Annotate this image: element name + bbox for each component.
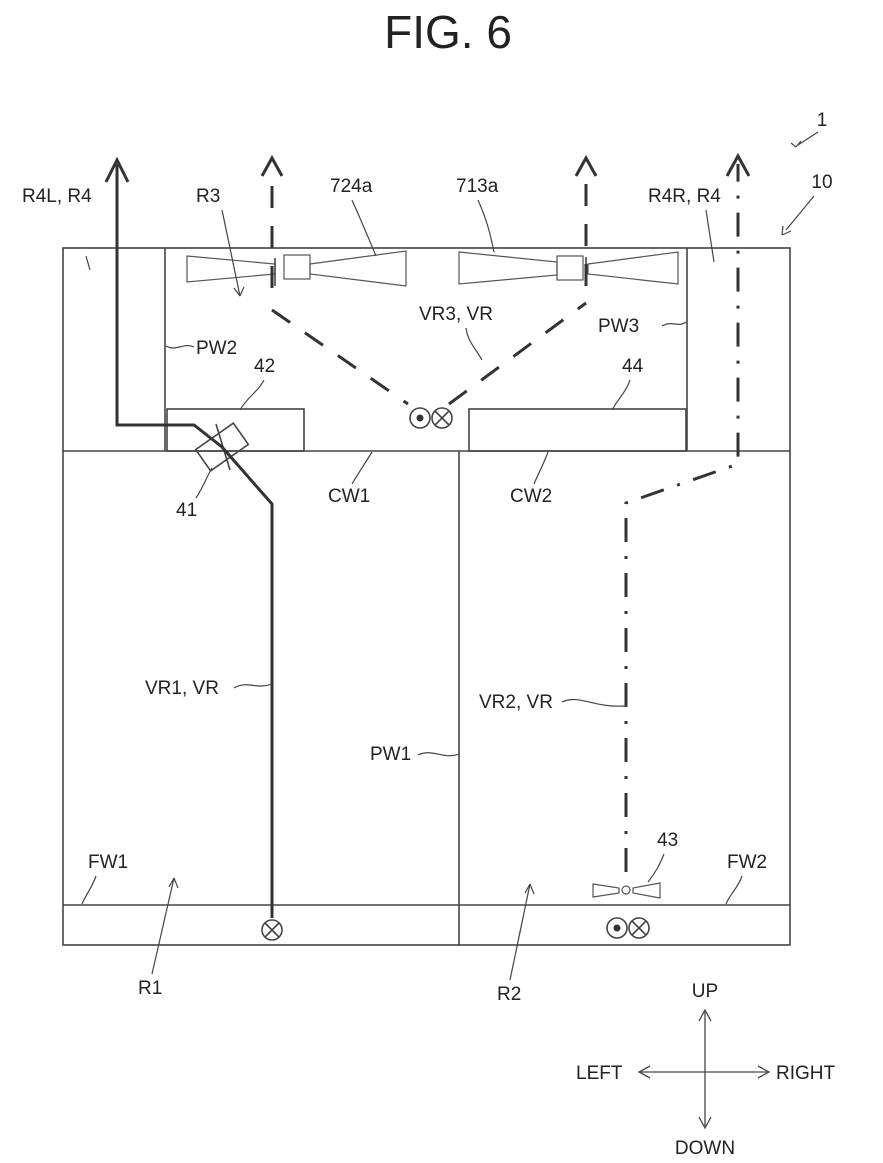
label-r4r: R4R, R4 [648, 186, 721, 207]
fan-713a [459, 252, 678, 286]
leader-fw1 [82, 876, 96, 904]
label-713a: 713a [456, 176, 499, 197]
direction-up-label: UP [692, 981, 718, 1002]
leader-42 [240, 380, 264, 410]
label-r4l: R4L, R4 [22, 186, 92, 207]
leader-cw2 [534, 452, 548, 484]
label-43: 43 [657, 830, 678, 851]
leader-vr2 [562, 700, 626, 707]
leader-pw2 [166, 346, 194, 348]
direction-left-label: LEFT [576, 1063, 623, 1084]
label-r1: R1 [138, 978, 162, 999]
ref-10-leader [782, 196, 814, 235]
leader-cw1 [352, 452, 372, 484]
ref-1-leader [791, 132, 818, 147]
leader-fw2 [726, 876, 742, 904]
leader-r2 [510, 884, 530, 980]
component-44 [469, 409, 686, 451]
label-pw1: PW1 [370, 744, 411, 765]
flow-vr1 [106, 160, 272, 918]
label-fw1: FW1 [88, 852, 128, 873]
label-41: 41 [176, 500, 197, 521]
leader-713a [478, 200, 494, 252]
leader-vr3 [466, 328, 482, 360]
figure-title: FIG. 6 [384, 6, 512, 58]
leader-pw3 [662, 322, 686, 326]
label-42: 42 [254, 356, 275, 377]
leader-vr1 [234, 684, 272, 688]
label-r3: R3 [196, 186, 220, 207]
label-vr2: VR2, VR [479, 692, 553, 713]
component-42 [167, 409, 304, 451]
direction-indicator [639, 1010, 769, 1128]
leader-44 [612, 380, 630, 410]
flow-symbols-vr2 [607, 918, 649, 938]
leader-r1 [152, 878, 174, 974]
leader-r4l [86, 256, 90, 270]
label-44: 44 [622, 356, 644, 377]
leader-r4r [706, 210, 714, 262]
label-fw2: FW2 [727, 852, 767, 873]
label-vr3: VR3, VR [419, 304, 493, 325]
direction-down-label: DOWN [675, 1138, 735, 1159]
flow-symbol-vr1 [262, 920, 282, 940]
flow-vr3 [262, 158, 596, 404]
label-cw2: CW2 [510, 486, 552, 507]
housing-outline [63, 248, 790, 945]
ref-10-label: 10 [811, 172, 832, 193]
flow-symbols-vr3 [410, 408, 452, 428]
leader-pw1 [418, 753, 459, 756]
leader-r3 [222, 210, 240, 296]
label-vr1: VR1, VR [145, 678, 219, 699]
label-pw3: PW3 [598, 316, 639, 337]
label-pw2: PW2 [196, 338, 237, 359]
label-724a: 724a [330, 176, 373, 197]
label-r2: R2 [497, 984, 521, 1005]
ref-1-label: 1 [817, 110, 828, 131]
label-cw1: CW1 [328, 486, 370, 507]
leader-43 [648, 854, 664, 882]
leader-41 [196, 468, 212, 498]
component-43 [593, 883, 660, 898]
fan-724a [187, 251, 406, 286]
direction-right-label: RIGHT [776, 1063, 836, 1084]
